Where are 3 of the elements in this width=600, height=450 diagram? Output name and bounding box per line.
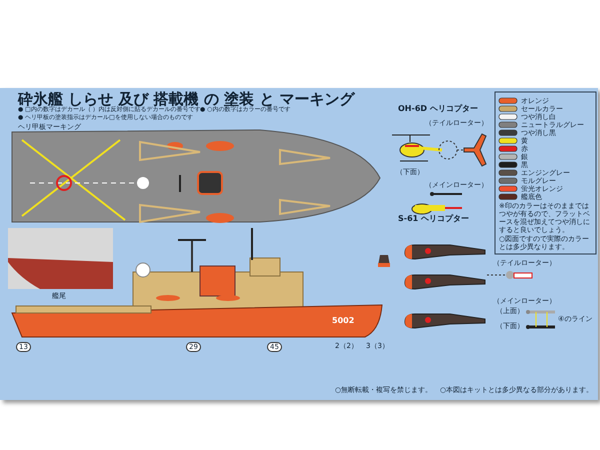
section-heading: S-61 ヘリコプター	[398, 214, 469, 224]
section-heading: OH-6D ヘリコプター	[398, 104, 478, 114]
hull-number: 5002	[332, 316, 354, 326]
